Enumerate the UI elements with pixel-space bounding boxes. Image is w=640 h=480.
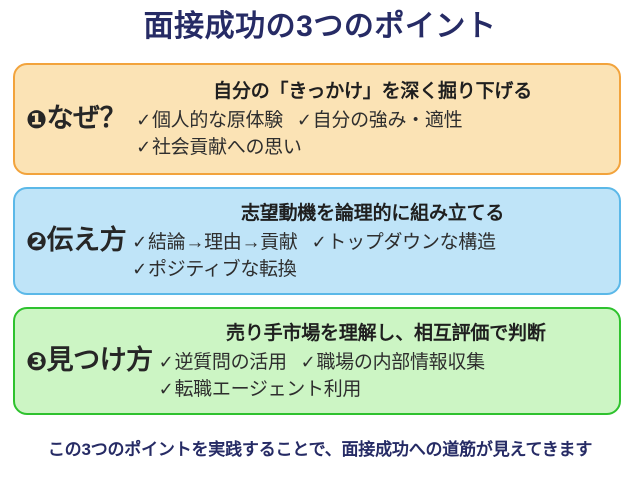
point-card-3-body: 売り手市場を理解し、相互評価で判断 ✓逆質問の活用 ✓職場の内部情報収集 ✓転職… (157, 319, 619, 403)
number-badge-3-icon: ❸ (26, 348, 47, 376)
point-card-2-label-text: 伝え方 (46, 225, 127, 255)
list-item: ✓個人的な原体験 (136, 107, 283, 134)
check-icon: ✓ (158, 352, 174, 372)
point-card-3-label-text: 見つけ方 (46, 345, 154, 375)
list-item-label: 個人的な原体験 (151, 110, 283, 131)
check-icon: ✓ (136, 137, 151, 157)
check-icon: ✓ (132, 232, 147, 252)
check-icon: ✓ (300, 352, 316, 372)
point-card-1-label-text: なぜ？ (46, 103, 127, 133)
check-icon: ✓ (311, 232, 327, 252)
point-card-2-heading: 志望動機を論理的に組み立てる (240, 203, 505, 224)
list-item: ✓トップダウンな構造 (312, 229, 496, 256)
list-item: ✓自分の強み・適性 (296, 107, 463, 134)
point-card-3-heading: 売り手市場を理解し、相互評価で判断 (226, 323, 546, 344)
point-card-2: ❷伝え方 志望動機を論理的に組み立てる ✓結論→理由→貢献 ✓トップダウンな構造… (13, 187, 621, 295)
point-card-3-label: ❸見つけ方 (15, 344, 157, 378)
point-card-1-items: ✓個人的な原体験 ✓自分の強み・適性 ✓社会貢献への思い (130, 107, 615, 161)
list-item: ✓ポジティブな転換 (132, 256, 297, 283)
list-item-label: 社会貢献への思い (151, 137, 302, 158)
number-badge-2-icon: ❷ (26, 228, 47, 256)
check-icon: ✓ (158, 379, 174, 399)
point-card-3-items: ✓逆質問の活用 ✓職場の内部情報収集 ✓転職エージェント利用 (157, 349, 615, 403)
point-card-2-label: ❷伝え方 (15, 224, 130, 258)
list-item-label: 転職エージェント利用 (174, 379, 362, 400)
point-card-2-items: ✓結論→理由→貢献 ✓トップダウンな構造 ✓ポジティブな転換 (130, 229, 615, 283)
point-card-1-heading: 自分の「きっかけ」を深く掘り下げる (213, 81, 532, 102)
point-card-3: ❸見つけ方 売り手市場を理解し、相互評価で判断 ✓逆質問の活用 ✓職場の内部情報… (13, 307, 621, 415)
list-item: ✓転職エージェント利用 (158, 376, 362, 403)
list-item-label: ポジティブな転換 (147, 259, 297, 280)
page-title: 面接成功の3つのポイント (143, 10, 497, 43)
list-item-label: 自分の強み・適性 (312, 110, 463, 131)
list-item-label: トップダウンな構造 (327, 232, 496, 253)
number-badge-1-icon: ❶ (26, 106, 47, 134)
list-item: ✓結論→理由→貢献 (132, 229, 298, 256)
point-card-2-body: 志望動機を論理的に組み立てる ✓結論→理由→貢献 ✓トップダウンな構造 ✓ポジテ… (130, 199, 619, 283)
check-icon: ✓ (132, 259, 147, 279)
point-card-1: ❶なぜ？ 自分の「きっかけ」を深く掘り下げる ✓個人的な原体験 ✓自分の強み・適… (13, 63, 621, 175)
list-item-label: 職場の内部情報収集 (316, 352, 485, 373)
point-card-1-body: 自分の「きっかけ」を深く掘り下げる ✓個人的な原体験 ✓自分の強み・適性 ✓社会… (130, 77, 619, 161)
list-item: ✓職場の内部情報収集 (301, 349, 485, 376)
point-card-1-label: ❶なぜ？ (15, 102, 130, 136)
check-icon: ✓ (136, 110, 151, 130)
list-item: ✓逆質問の活用 (159, 349, 287, 376)
footer-summary: この3つのポイントを実践することで、面接成功への道筋が見えてきます (47, 440, 593, 459)
list-item: ✓社会貢献への思い (136, 134, 302, 161)
list-item-label: 結論→理由→貢献 (147, 232, 298, 253)
check-icon: ✓ (296, 110, 312, 130)
list-item-label: 逆質問の活用 (174, 352, 287, 373)
